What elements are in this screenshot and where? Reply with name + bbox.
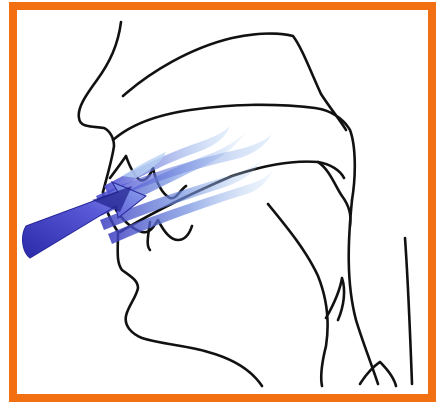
throat-back <box>349 200 378 384</box>
soft-palate <box>318 162 351 226</box>
epiglottis <box>326 278 344 320</box>
face-profile-lower <box>103 192 262 386</box>
throat-front <box>268 204 328 386</box>
skull-outline <box>123 34 346 130</box>
face-profile-upper <box>79 22 121 192</box>
frame-border <box>13 6 432 398</box>
neck-back <box>405 238 412 384</box>
